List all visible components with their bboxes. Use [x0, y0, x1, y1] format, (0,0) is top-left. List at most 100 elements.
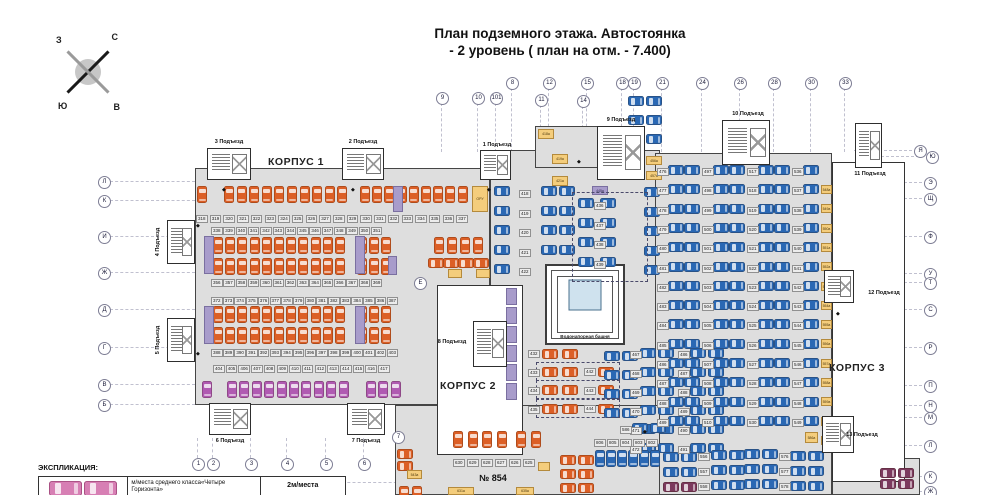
- car-icon: [494, 244, 510, 255]
- car-icon: [803, 358, 819, 368]
- parking-space-number: 805: [607, 439, 619, 447]
- storage-box: [476, 269, 490, 278]
- car-icon: [578, 198, 594, 208]
- parking-space-number: 348: [334, 227, 346, 235]
- car-icon: [729, 222, 745, 233]
- axis-line: [495, 103, 496, 152]
- parking-space-number: 485: [657, 341, 669, 350]
- car-icon: [322, 237, 333, 254]
- axis-line: [110, 404, 195, 405]
- entrance-label: 4 Подъезд: [155, 227, 161, 257]
- car-icon: [298, 327, 309, 344]
- parking-space-number: 369: [370, 279, 383, 287]
- parking-space-number: 409: [276, 365, 289, 373]
- car-icon: [213, 327, 223, 344]
- parking-space-number: 404: [213, 365, 225, 373]
- car-icon: [310, 306, 321, 323]
- parking-space-number: 502: [702, 264, 714, 273]
- parking-space-number: 477: [657, 187, 669, 196]
- entrance-box: [822, 416, 854, 453]
- axis-line: [548, 88, 549, 152]
- axis-label: Л: [98, 176, 111, 189]
- car-icon: [729, 319, 745, 330]
- parking-space-number: 339: [223, 227, 235, 235]
- entrance-box: [480, 150, 511, 180]
- storage-box: [204, 306, 214, 344]
- car-icon: [310, 258, 321, 275]
- parking-space-number: 413: [327, 365, 339, 373]
- car-icon: [758, 184, 774, 195]
- storage-box: [355, 306, 365, 344]
- car-icon: [668, 165, 684, 175]
- stairs-icon: [347, 153, 364, 173]
- parking-space-number: 436: [594, 202, 606, 210]
- parking-space-number: 536: [792, 168, 804, 176]
- storage-box: 558а: [821, 378, 832, 387]
- parking-space-number: 408: [263, 365, 276, 373]
- parking-space-number: 368: [358, 279, 371, 287]
- car-icon: [762, 464, 778, 474]
- car-icon: [428, 258, 444, 268]
- car-icon: [668, 396, 684, 407]
- car-icon: [443, 258, 459, 268]
- car-icon: [237, 237, 248, 254]
- axis-label: 12: [543, 77, 556, 90]
- car-icon: [559, 244, 575, 255]
- car-icon: [562, 367, 578, 377]
- car-icon: [237, 258, 248, 275]
- parking-space-number: 523: [747, 283, 759, 292]
- car-icon: [560, 469, 576, 479]
- car-icon: [644, 226, 660, 237]
- car-icon: [227, 381, 237, 398]
- car-icon: [808, 481, 824, 491]
- car-icon: [729, 338, 745, 349]
- car-icon: [604, 389, 620, 399]
- axis-label: 33: [839, 77, 852, 90]
- car-icon: [313, 381, 324, 398]
- parking-space-number: 412: [314, 365, 327, 373]
- car-icon: [668, 242, 684, 253]
- car-icon: [711, 480, 727, 490]
- parking-space-number: 397: [316, 349, 328, 357]
- car-icon: [729, 300, 745, 311]
- car-icon: [494, 225, 510, 236]
- axis-line: [441, 103, 442, 152]
- parking-space-number: 487: [678, 370, 690, 378]
- car-icon: [606, 450, 616, 467]
- parking-space-number: 506: [702, 341, 714, 350]
- car-icon: [758, 415, 774, 426]
- parking-space-number: 342: [260, 227, 272, 235]
- parking-space-number: 417: [378, 365, 390, 373]
- car-icon: [803, 396, 819, 407]
- car-icon: [542, 349, 558, 359]
- car-icon: [274, 258, 284, 275]
- car-icon: [249, 306, 260, 323]
- parking-space-number: 501: [702, 245, 714, 254]
- car-icon: [276, 381, 287, 398]
- storage-box: [506, 307, 517, 324]
- axis-line: [854, 150, 912, 151]
- entrance-label: 2 Подъезд: [348, 139, 378, 145]
- car-icon: [803, 415, 819, 426]
- car-icon: [708, 348, 724, 358]
- car-icon: [713, 415, 729, 426]
- parking-space-number: 321: [237, 215, 249, 223]
- car-icon: [434, 237, 444, 254]
- car-icon: [708, 424, 724, 434]
- parking-space-number: 340: [235, 227, 248, 235]
- entrance-label: 8 Подъезд: [437, 339, 467, 345]
- parking-space-number: 522: [747, 264, 759, 273]
- parking-space-number: 546: [792, 361, 804, 369]
- car-icon: [541, 244, 557, 255]
- parking-space-number: 330: [360, 215, 372, 223]
- car-icon: [213, 237, 223, 254]
- car-icon: [457, 186, 468, 203]
- parking-space-number: 420: [519, 229, 531, 238]
- car-icon: [494, 205, 510, 216]
- parking-space-number: 548: [792, 399, 804, 408]
- car-icon: [774, 300, 790, 311]
- parking-space-number: 471: [630, 427, 642, 435]
- car-icon: [274, 237, 284, 254]
- car-icon: [790, 466, 806, 476]
